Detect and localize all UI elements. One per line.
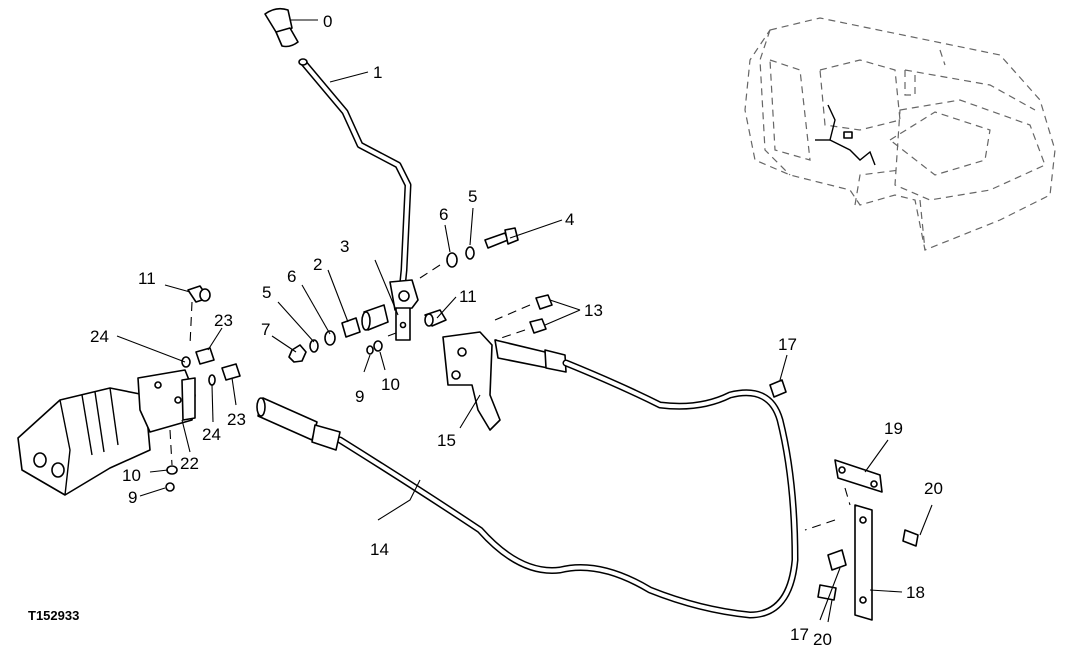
bolt-shank — [484, 232, 509, 249]
cab-location-inset — [744, 17, 1056, 251]
right-hardware — [419, 227, 519, 279]
callout-23-lower: 23 — [227, 410, 246, 429]
cable-end-fitting-left — [257, 397, 318, 441]
washer-5 — [309, 339, 319, 353]
callout-20-lower: 20 — [813, 630, 832, 649]
flat-washer — [446, 252, 458, 268]
callout-7: 7 — [261, 320, 270, 339]
callout-10-left: 10 — [122, 466, 141, 485]
control-cables — [256, 339, 799, 619]
callout-19: 19 — [884, 419, 903, 438]
nut-23b — [221, 363, 241, 381]
bracket-18 — [854, 504, 873, 621]
lock-washer — [465, 246, 475, 260]
callout-6-left: 6 — [287, 267, 296, 286]
washer-24b — [208, 374, 216, 386]
washer-10 — [373, 340, 383, 352]
leader-lines — [116, 19, 933, 623]
callout-9-left: 9 — [128, 488, 137, 507]
hex-nut — [288, 344, 307, 363]
bolt-head — [504, 227, 519, 245]
callout-1: 1 — [373, 63, 382, 82]
callout-13: 13 — [584, 301, 603, 320]
callout-24-upper: 24 — [90, 327, 109, 346]
callout-17-upper: 17 — [778, 335, 797, 354]
callout-0: 0 — [323, 12, 332, 31]
valve-link-block — [137, 369, 196, 433]
callout-10-center: 10 — [381, 375, 400, 394]
screw-13a — [535, 294, 553, 310]
valve-body — [17, 387, 151, 496]
cable-upper — [336, 359, 799, 619]
washer-10b — [166, 465, 178, 475]
callout-11-center: 11 — [459, 287, 477, 306]
spacer — [341, 317, 361, 338]
washer-9 — [366, 345, 374, 355]
callout-14: 14 — [370, 540, 389, 559]
callout-5-left: 5 — [262, 283, 271, 302]
nut-9b — [165, 482, 175, 492]
callout-11-left: 11 — [138, 269, 156, 288]
washer-24a — [181, 356, 191, 368]
callout-5-right: 5 — [468, 187, 477, 206]
screw-13b — [529, 318, 547, 334]
callout-9-center: 9 — [355, 387, 364, 406]
figure-id: T152933 — [28, 608, 79, 623]
cable-end-fitting-right — [494, 339, 549, 369]
callout-18: 18 — [906, 583, 925, 602]
cable-clamps — [769, 379, 847, 571]
nut-23a — [195, 347, 215, 365]
callout-17-lower: 17 — [790, 625, 809, 644]
ball-joint-center — [424, 309, 447, 327]
pivot-hardware-stack — [288, 304, 397, 363]
washer-6 — [324, 330, 336, 346]
bolt-20a — [902, 529, 919, 547]
callout-22: 22 — [180, 454, 199, 473]
mounting-bracket — [804, 459, 919, 621]
callout-labels: 0 1 2 3 4 5 5 6 6 7 9 9 10 10 11 11 13 1… — [90, 12, 943, 649]
callout-15: 15 — [437, 431, 456, 450]
cable-bracket — [442, 294, 553, 431]
bolt-20b — [817, 584, 837, 601]
callout-3: 3 — [340, 237, 349, 256]
callout-2: 2 — [313, 255, 322, 274]
callout-24-lower: 24 — [202, 425, 221, 444]
callout-6-right: 6 — [439, 205, 448, 224]
callout-20-right: 20 — [924, 479, 943, 498]
control-lever-assembly — [264, 7, 419, 341]
callout-23-upper: 23 — [214, 311, 233, 330]
control-valve — [17, 285, 241, 496]
callout-4: 4 — [565, 210, 574, 229]
